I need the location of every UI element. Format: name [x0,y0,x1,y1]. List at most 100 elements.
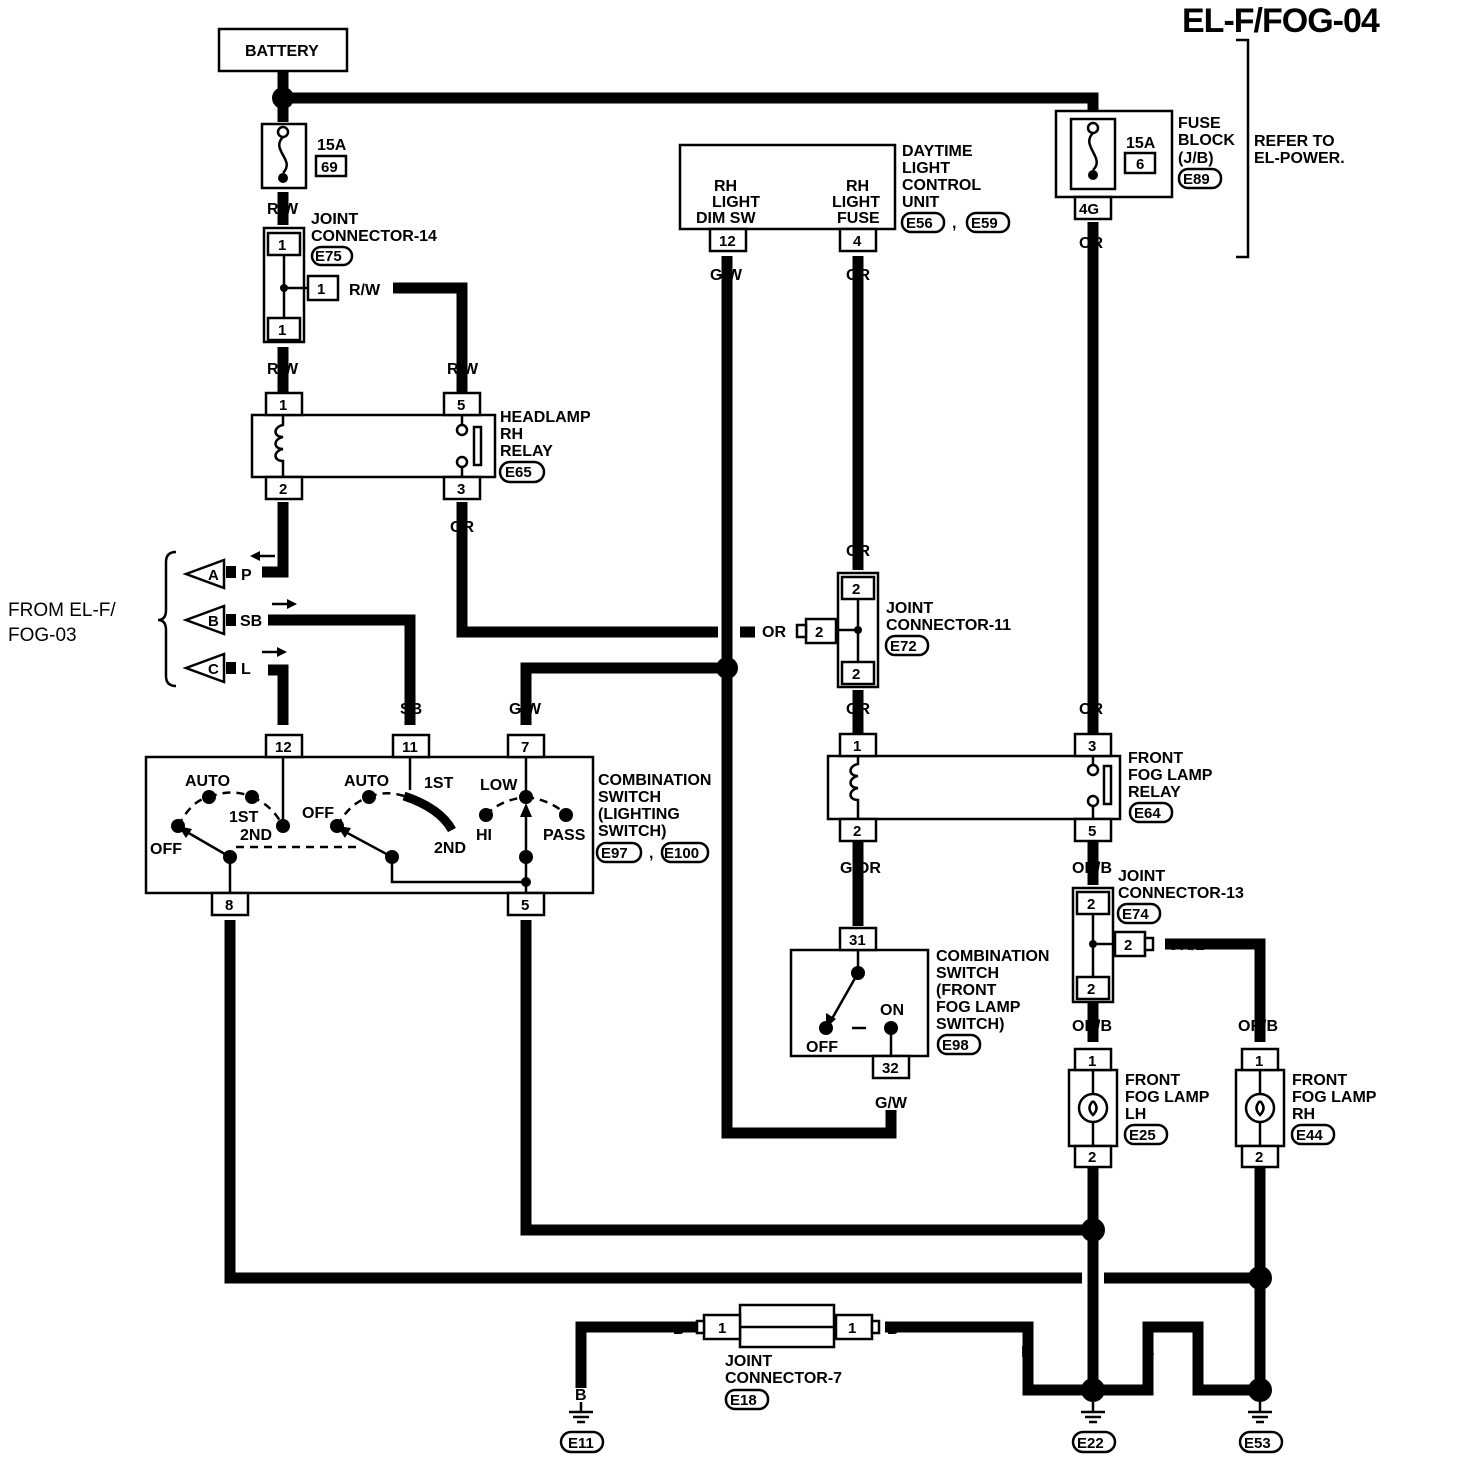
svg-text:RH: RH [714,178,737,195]
connector-e72: E72 [890,638,917,655]
svg-text:2: 2 [852,581,860,598]
wire-label: B [1021,1344,1033,1361]
svg-text:C: C [208,661,219,678]
wire-label: OR/B [1238,1018,1278,1035]
svg-text:6: 6 [1136,156,1144,173]
svg-text:(J/B): (J/B) [1178,150,1214,167]
svg-text:DIM SW: DIM SW [696,210,756,227]
wire-label: R/W [349,282,381,299]
wire-label: OR/B [1072,860,1112,877]
svg-text:(FRONT: (FRONT [936,982,997,999]
wire-label: OR [450,519,474,536]
wire-label: G/OR [840,860,881,877]
svg-text:JOINT: JOINT [311,211,358,228]
svg-text:CONNECTOR-11: CONNECTOR-11 [886,617,1011,634]
svg-text:5: 5 [457,397,465,414]
joint-connector-7: 1 1 JOINT CONNECTOR-7 E18 [695,1303,881,1411]
svg-text:COMBINATION: COMBINATION [598,772,711,789]
svg-text:LIGHT: LIGHT [902,160,950,177]
svg-text:RELAY: RELAY [1128,784,1181,801]
svg-text:RH: RH [846,178,869,195]
svg-text:BLOCK: BLOCK [1178,132,1235,149]
connector-e64: E64 [1134,805,1161,822]
svg-text:LIGHT: LIGHT [832,194,880,211]
from-reference: FROM EL-F/ FOG-03 A P B SB C L [8,550,297,688]
svg-text:12: 12 [275,739,292,756]
svg-text:RH: RH [1292,1106,1315,1123]
wire-label: OR [762,624,786,641]
wire-label: B [887,1321,899,1338]
front-fog-lamp-lh: 1 2 FRONT FOG LAMP LH E25 [1067,1047,1210,1169]
svg-text:(LIGHTING: (LIGHTING [598,806,680,823]
svg-text:FUSE: FUSE [837,210,880,227]
wire-label: B [224,934,236,951]
wire-label: OR [846,701,870,718]
svg-text:2ND: 2ND [434,840,466,857]
svg-text:15A: 15A [317,137,347,154]
svg-text:E53: E53 [1244,1435,1271,1452]
svg-text:,: , [952,215,956,232]
svg-text:DAYTIME: DAYTIME [902,143,973,160]
svg-text:4: 4 [853,233,862,250]
svg-text:2: 2 [1087,896,1095,913]
svg-text:COMBINATION: COMBINATION [936,948,1049,965]
svg-text:SWITCH): SWITCH) [936,1016,1004,1033]
wire-label: OR [1079,701,1103,718]
svg-text:OFF: OFF [302,805,334,822]
svg-text:HI: HI [476,827,492,844]
wire-label: OR/B [1072,1018,1112,1035]
ground-e11: E11 [559,1402,605,1454]
svg-text:HEADLAMP: HEADLAMP [500,409,591,426]
page-title: EL-F/FOG-04 [1182,2,1380,40]
svg-text:BATTERY: BATTERY [245,43,319,60]
svg-text:EL-POWER.: EL-POWER. [1254,150,1345,167]
wire-label: OR/B [1167,937,1207,954]
svg-text:RH: RH [500,426,523,443]
svg-text:2: 2 [815,624,823,641]
svg-text:LIGHT: LIGHT [712,194,760,211]
wire-label: L [278,701,288,718]
battery-splice [272,87,294,109]
svg-text:FRONT: FRONT [1125,1072,1180,1089]
battery: BATTERY [217,27,349,73]
wire-label: OR [1079,235,1103,252]
svg-text:OFF: OFF [806,1039,838,1056]
svg-text:REFER TO: REFER TO [1254,133,1335,150]
svg-text:LOW: LOW [480,777,518,794]
svg-text:JOINT: JOINT [1118,868,1165,885]
fuse-block: 15A 6 4G FUSE BLOCK (J/B) E89 REFER TO E… [1054,38,1345,259]
wire-label: G/W [509,701,542,718]
svg-text:15A: 15A [1126,135,1156,152]
wires [224,72,1266,1396]
connector-e65: E65 [505,464,532,481]
ground-e53: E53 [1238,1402,1284,1454]
svg-text:1: 1 [1088,1053,1096,1070]
wire-label: B [673,1321,685,1338]
svg-text:JOINT: JOINT [886,600,933,617]
gw-splice [716,657,738,679]
connector-e18: E18 [730,1392,757,1409]
fuse-69: 15A 69 [260,122,348,190]
svg-text:SB: SB [240,613,262,630]
svg-text:1: 1 [279,397,287,414]
svg-text:UNIT: UNIT [902,194,940,211]
svg-text:CONTROL: CONTROL [902,177,981,194]
svg-text:1: 1 [278,237,286,254]
svg-text:P: P [241,567,252,584]
wire-label: B [1254,1344,1266,1361]
svg-text:FRONT: FRONT [1292,1072,1347,1089]
svg-text:ON: ON [880,1002,904,1019]
svg-text:CONNECTOR-13: CONNECTOR-13 [1118,885,1244,902]
svg-text:FRONT: FRONT [1128,750,1183,767]
svg-text:FOG LAMP: FOG LAMP [936,999,1021,1016]
wire-label: B [1087,1344,1099,1361]
svg-text:1: 1 [278,322,286,339]
svg-text:32: 32 [882,1060,899,1077]
svg-text:1ST: 1ST [229,809,259,826]
svg-text:2: 2 [1088,1149,1096,1166]
joint-connector-14: 1 1 1 JOINT CONNECTOR-14 E75 [262,211,437,344]
svg-text:8: 8 [225,897,233,914]
svg-text:1: 1 [718,1320,726,1337]
svg-text:OFF: OFF [150,841,182,858]
svg-text:,: , [649,845,653,862]
